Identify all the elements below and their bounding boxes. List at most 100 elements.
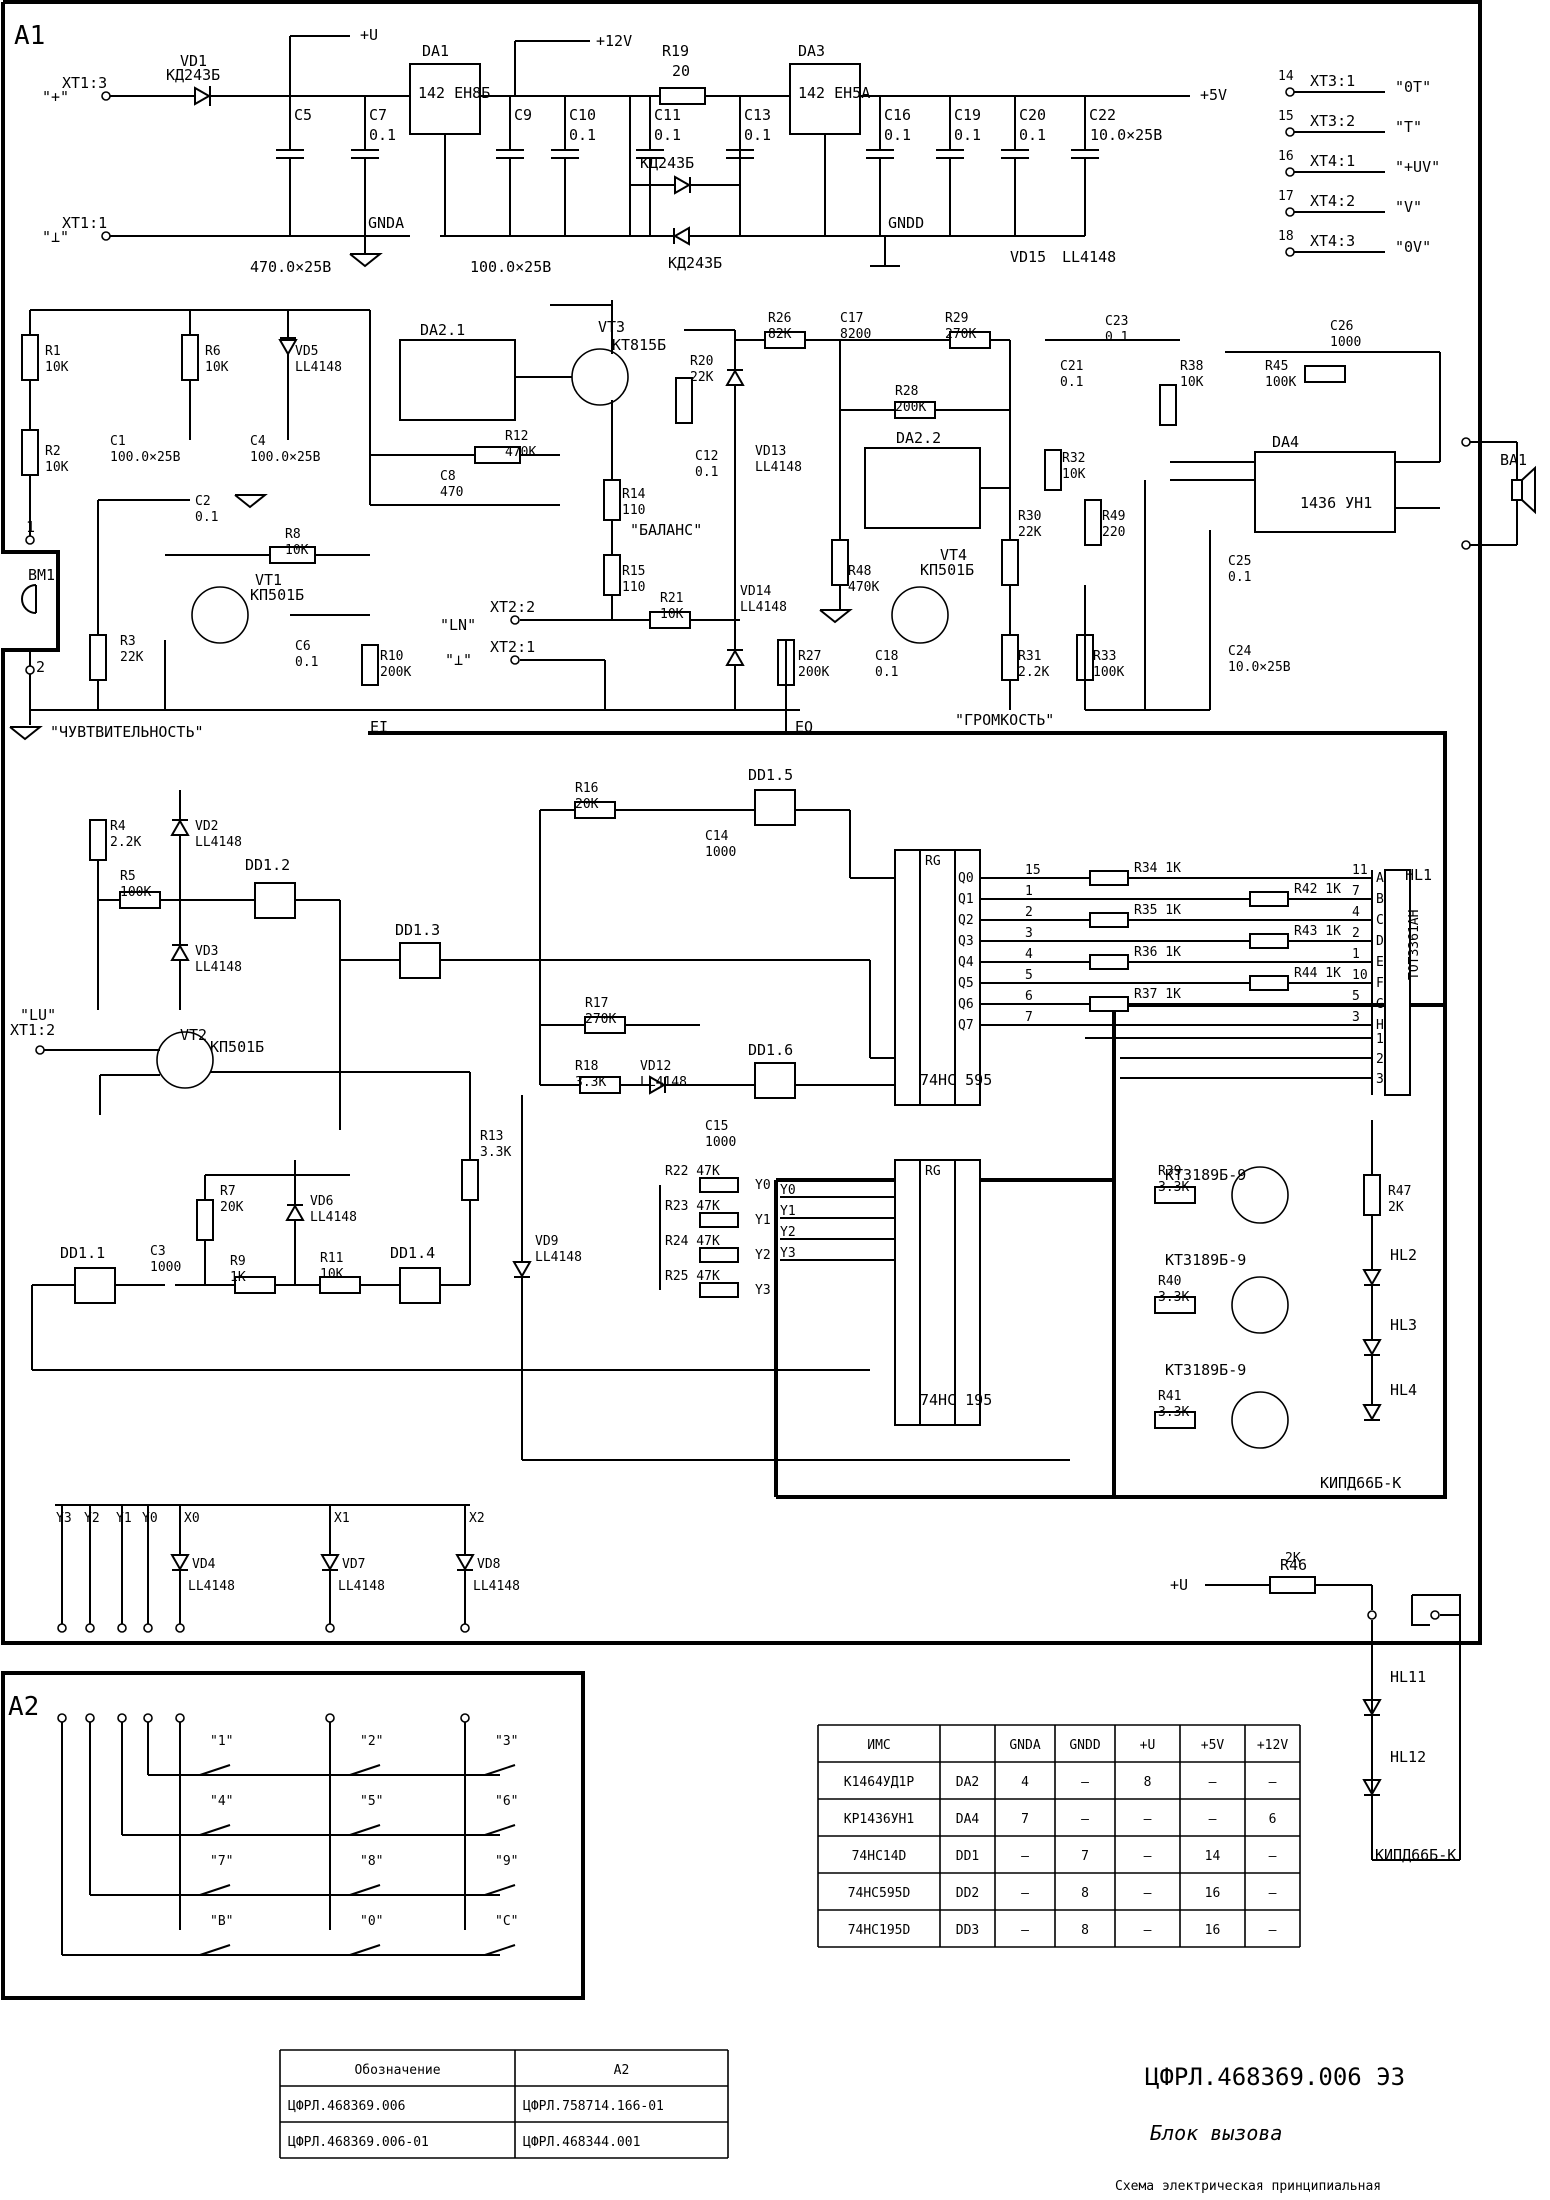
vt4-value: КП501Б: [920, 561, 974, 579]
r1-value: 10K: [45, 360, 69, 375]
c1-label: C1: [110, 434, 126, 449]
hl1-digit: 2: [1376, 1052, 1384, 1067]
ptable-header: GNDA: [1009, 1738, 1040, 1753]
r6-label: R6: [205, 344, 221, 359]
hl1-type: TOT3361AH: [1407, 910, 1422, 980]
xt1-3-label: XT1:3: [62, 74, 107, 92]
dd1-2-label: DD1.2: [245, 856, 290, 874]
dd1-1-label: DD1.1: [60, 1244, 105, 1262]
r16-value: 20K: [575, 797, 599, 812]
r1-label: R1: [45, 344, 61, 359]
xterm-id: XT3:1: [1310, 72, 1355, 90]
r12-value: 470K: [505, 445, 536, 460]
vd6-label: VD6: [310, 1194, 333, 1209]
c21-value: 0.1: [1060, 375, 1083, 390]
rail-plus-5v: +5V: [1200, 86, 1227, 104]
hl1-seg: G: [1376, 997, 1384, 1012]
r30-label: R30: [1018, 509, 1041, 524]
y-label: Y0: [755, 1178, 771, 1193]
r30-value: 22K: [1018, 525, 1042, 540]
dd2-pin: 5: [1025, 968, 1033, 983]
component-labels: R110KR210KR610KVD5LL4148C1100.0×25ВC4100…: [45, 311, 1411, 1420]
xt2-1-label: XT2:1: [490, 638, 535, 656]
ptable-cell: DA4: [956, 1812, 980, 1827]
r27-value: 200K: [798, 665, 829, 680]
hl11-12-type: КИПД66Б-К: [1375, 1846, 1456, 1864]
r33-value: 100K: [1093, 665, 1124, 680]
r2-label: R2: [45, 444, 61, 459]
da21-label: DA2.1: [420, 321, 465, 339]
c12-value: 0.1: [695, 465, 718, 480]
da4-type: 1436 УН1: [1300, 494, 1372, 512]
c23-label: C23: [1105, 314, 1128, 329]
vd7-value: LL4148: [338, 1579, 385, 1594]
hl1-digit: 1: [1376, 1032, 1384, 1047]
hl1-seg: D: [1376, 934, 1384, 949]
r48-value: 470K: [848, 580, 879, 595]
dd2-output: Q3: [958, 934, 974, 949]
c8-value: 470: [440, 485, 463, 500]
hl-label: HL11: [1390, 1668, 1426, 1686]
r32-label: R32: [1062, 451, 1085, 466]
dd2-pin: 2: [1025, 905, 1033, 920]
r20-label: R20: [690, 354, 713, 369]
dd1-4-label: DD1.4: [390, 1244, 435, 1262]
c5-value: 470.0×25В: [250, 258, 331, 276]
c26-label: C26: [1330, 319, 1353, 334]
vt4-label: VT4: [940, 546, 967, 564]
vt3-value: КТ815Б: [612, 336, 666, 354]
y-input: Y3: [780, 1246, 796, 1261]
hl1-seg: A: [1376, 871, 1384, 886]
c25-value: 0.1: [1228, 570, 1251, 585]
r29-label: R29: [945, 311, 968, 326]
xterm-id: XT4:2: [1310, 192, 1355, 210]
r24-label: R24 47K: [665, 1234, 720, 1249]
doc-code: ЦФРЛ.468369.006 ЭЗ: [1145, 2063, 1405, 2091]
key-label: "8": [360, 1854, 383, 1869]
ptable-cell: 6: [1269, 1812, 1277, 1827]
sensitivity-label: "ЧУВТВИТЕЛЬНОСТЬ": [50, 723, 204, 741]
dd1-5-label: DD1.5: [748, 766, 793, 784]
ptable-cell: 16: [1205, 1886, 1221, 1901]
hl-label: HL4: [1390, 1381, 1417, 1399]
lu-xt-label: XT1:2: [10, 1021, 55, 1039]
r3-label: R3: [120, 634, 136, 649]
xterm-pin: 14: [1278, 69, 1294, 84]
audio-section: [9, 300, 1536, 741]
r49-value: 220: [1102, 525, 1125, 540]
ptable-cell: 74HC14D: [852, 1849, 907, 1864]
hl1-pin: 4: [1352, 905, 1360, 920]
c6-label: C6: [295, 639, 311, 654]
xt2-2-label: XT2:2: [490, 598, 535, 616]
xt1-1-label: XT1:1: [62, 214, 107, 232]
ptable-cell: –: [1144, 1812, 1152, 1827]
c3-value: 1000: [150, 1260, 181, 1275]
vd12-label: VD12: [640, 1059, 671, 1074]
ln-label: "LN": [440, 616, 476, 634]
doc-subtitle: Схема электрическая принципиальная: [1115, 2179, 1381, 2194]
ptable-cell: –: [1144, 1923, 1152, 1938]
ptable-cell: –: [1269, 1923, 1277, 1938]
bm1-pin1: 1: [26, 518, 35, 536]
c10-label: C10: [569, 106, 596, 124]
r7-value: 20K: [220, 1200, 244, 1215]
vd3-label: VD3: [195, 944, 218, 959]
dd3-type: 74НС 195: [920, 1391, 992, 1409]
vd1-value: КД243Б: [166, 66, 220, 84]
ba1-label: BA1: [1500, 451, 1527, 469]
r15-value: 110: [622, 580, 645, 595]
c13-value: 0.1: [744, 126, 771, 144]
vd14-label: VD14: [740, 584, 771, 599]
c16-label: C16: [884, 106, 911, 124]
xterm-signal: "T": [1395, 118, 1422, 136]
c22-label: C22: [1089, 106, 1116, 124]
ptable-header: +12V: [1257, 1738, 1288, 1753]
r10-label: R10: [380, 649, 403, 664]
c17-value: 8200: [840, 327, 871, 342]
dd2-pin: 15: [1025, 863, 1041, 878]
xterm-id: XT4:3: [1310, 232, 1355, 250]
vd9-label: VD9: [535, 1234, 558, 1249]
